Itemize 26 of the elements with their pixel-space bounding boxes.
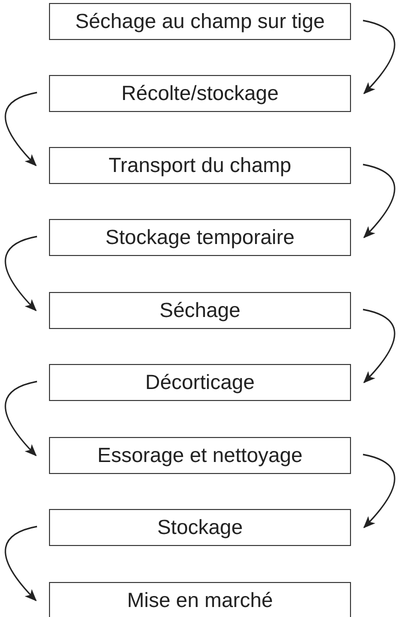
curved-arrow bbox=[4, 380, 38, 456]
process-box bbox=[49, 437, 351, 474]
process-box bbox=[49, 219, 351, 256]
step-label: Décorticage bbox=[145, 370, 255, 394]
step-label: Stockage temporaire bbox=[105, 226, 295, 250]
curved-arrow bbox=[362, 164, 396, 238]
process-box bbox=[49, 509, 351, 546]
step-label: Essorage et nettoyage bbox=[97, 444, 303, 468]
curved-arrow bbox=[4, 526, 38, 602]
curved-arrow bbox=[4, 236, 38, 312]
process-box bbox=[49, 582, 351, 617]
process-box bbox=[49, 147, 351, 184]
curved-arrow bbox=[362, 308, 396, 384]
step-label: Récolte/stockage bbox=[121, 82, 279, 106]
process-box bbox=[49, 292, 351, 329]
process-box bbox=[49, 75, 351, 112]
step-label: Mise en marché bbox=[127, 588, 273, 612]
curved-arrow bbox=[4, 92, 38, 166]
step-label: Transport du champ bbox=[108, 154, 292, 178]
curved-arrow bbox=[362, 20, 396, 94]
step-label: Stockage bbox=[157, 516, 243, 540]
step-label: Séchage bbox=[160, 298, 240, 322]
process-box bbox=[49, 364, 351, 401]
process-box bbox=[49, 3, 351, 40]
step-label: Séchage au champ sur tige bbox=[75, 10, 325, 34]
curved-arrow bbox=[362, 454, 396, 528]
